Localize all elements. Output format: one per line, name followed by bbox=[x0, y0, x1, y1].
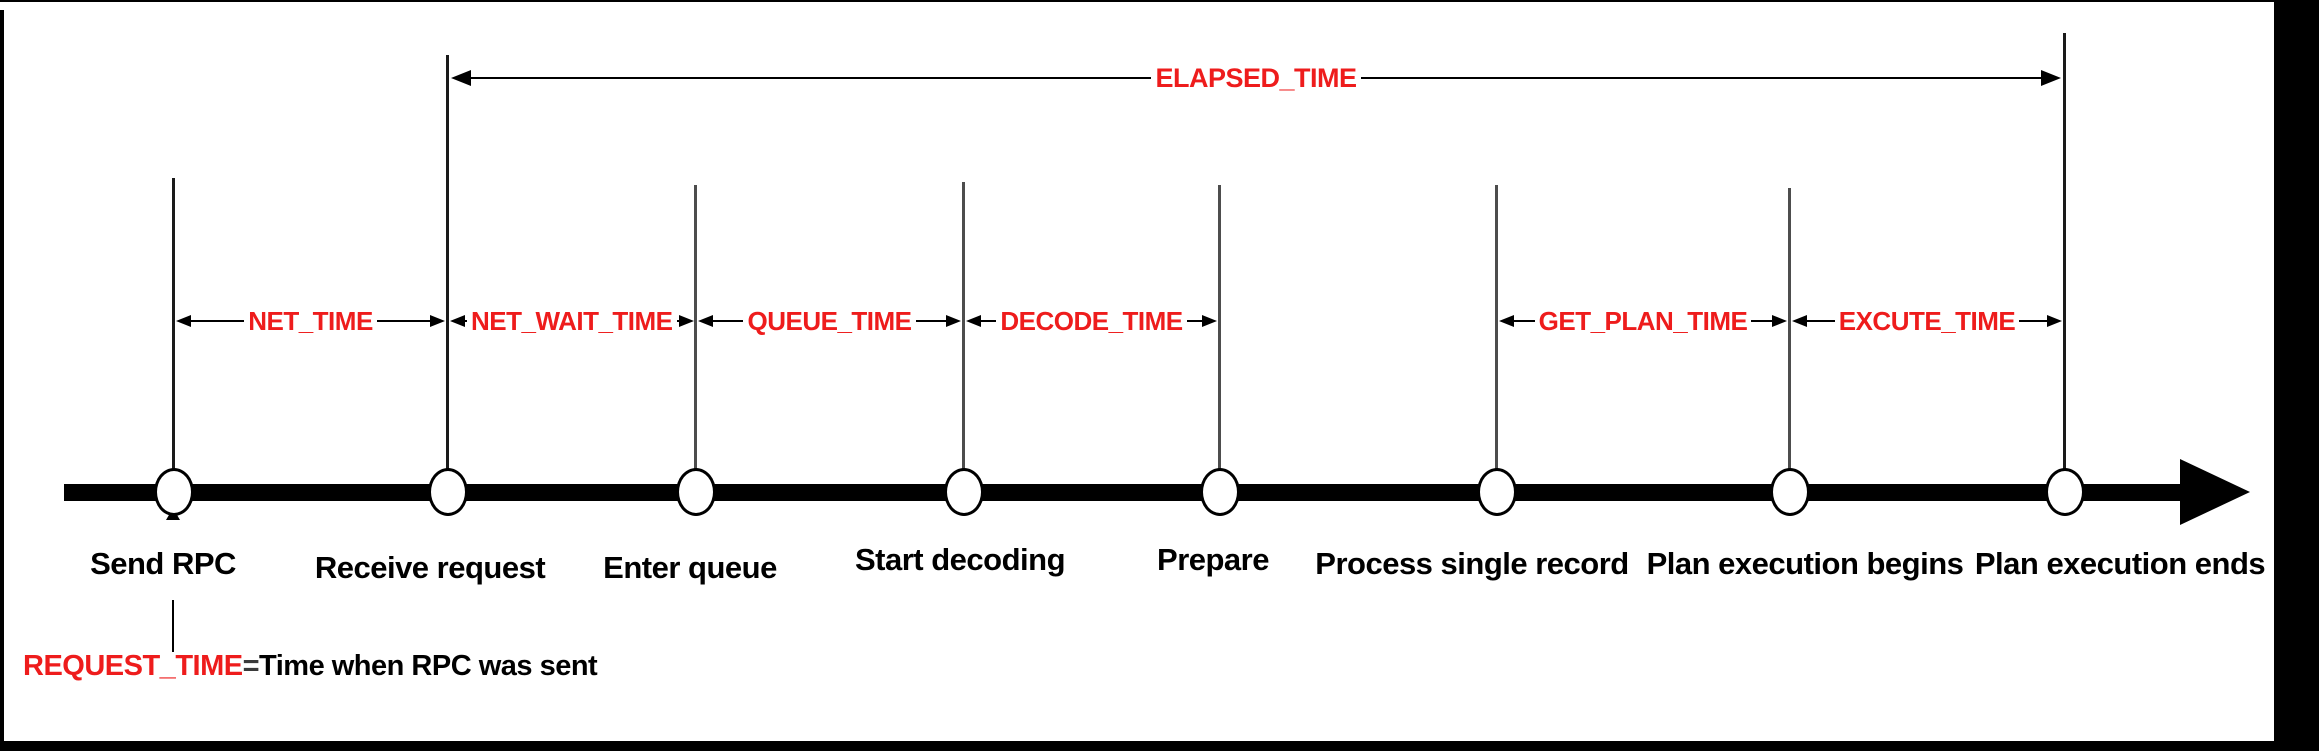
arrowhead-left-icon bbox=[451, 70, 471, 86]
arrowhead-right-icon bbox=[2041, 70, 2062, 86]
interval-label-excute-time: EXCUTE_TIME bbox=[1838, 305, 2016, 336]
event-node-prepare bbox=[1200, 468, 1240, 516]
request-time-definition: Time when RPC was sent bbox=[259, 650, 598, 682]
frame-edge-left bbox=[0, 10, 4, 751]
interval-label-get-plan-time: GET_PLAN_TIME bbox=[1538, 305, 1748, 336]
event-line-send-rpc bbox=[172, 178, 175, 469]
event-line-process-single-record bbox=[1495, 185, 1498, 469]
arrow-shaft bbox=[1360, 77, 2042, 79]
timeline-arrowhead-icon bbox=[2180, 459, 2250, 525]
arrowhead-right-icon bbox=[1772, 315, 1787, 327]
arrowhead-right-icon bbox=[430, 315, 446, 327]
event-label-send-rpc: Send RPC bbox=[85, 546, 241, 582]
arrow-shaft bbox=[1514, 320, 1535, 322]
event-line-start-decoding bbox=[962, 182, 965, 469]
interval-queue-time: QUEUE_TIME bbox=[698, 306, 961, 336]
event-node-enter-queue bbox=[676, 468, 716, 516]
elapsed-time-interval-arrow: ELAPSED_TIME bbox=[451, 61, 2062, 95]
frame-edge-top bbox=[0, 0, 2319, 2]
arrow-shaft bbox=[676, 320, 679, 322]
event-line-receive-request bbox=[446, 55, 449, 469]
event-label-prepare: Prepare bbox=[1152, 542, 1274, 578]
event-line-plan-execution-ends bbox=[2063, 33, 2066, 469]
arrowhead-left-icon bbox=[176, 315, 191, 327]
request-time-note: REQUEST_TIME=Time when RPC was sent bbox=[23, 650, 598, 683]
event-label-plan-execution-ends: Plan execution ends bbox=[1969, 546, 2271, 582]
timeline-bar bbox=[64, 484, 2180, 501]
event-node-receive-request bbox=[428, 468, 468, 516]
arrowhead-right-icon bbox=[678, 315, 694, 327]
arrow-shaft bbox=[713, 320, 744, 322]
frame-edge-right bbox=[2274, 0, 2319, 751]
event-node-start-decoding bbox=[944, 468, 984, 516]
arrowhead-left-icon bbox=[450, 315, 465, 327]
event-label-receive-request: Receive request bbox=[309, 550, 551, 586]
event-label-start-decoding: Start decoding bbox=[849, 542, 1071, 578]
arrowhead-right-icon bbox=[1202, 315, 1217, 327]
event-line-enter-queue bbox=[694, 185, 697, 469]
request-time-equals: = bbox=[242, 650, 260, 682]
arrow-shaft bbox=[376, 320, 431, 322]
arrowhead-right-icon bbox=[946, 315, 961, 327]
arrow-shaft bbox=[465, 320, 467, 322]
event-label-enter-queue: Enter queue bbox=[598, 550, 782, 586]
interval-decode-time: DECODE_TIME bbox=[966, 306, 1217, 336]
arrow-shaft bbox=[471, 77, 1152, 79]
interval-label-net-wait-time: NET_WAIT_TIME bbox=[471, 305, 673, 336]
arrow-shaft bbox=[2019, 320, 2047, 322]
event-line-plan-execution-begins bbox=[1788, 188, 1791, 469]
arrowhead-right-icon bbox=[2047, 315, 2062, 327]
event-node-plan-execution-begins bbox=[1770, 468, 1810, 516]
arrow-shaft bbox=[1807, 320, 1835, 322]
event-line-prepare bbox=[1218, 185, 1221, 469]
leader-line bbox=[172, 600, 174, 652]
arrowhead-left-icon bbox=[1499, 315, 1514, 327]
interval-get-plan-time: GET_PLAN_TIME bbox=[1499, 306, 1787, 336]
arrow-shaft bbox=[1751, 320, 1772, 322]
interval-label-net-time: NET_TIME bbox=[248, 305, 373, 336]
interval-label-queue-time: QUEUE_TIME bbox=[747, 305, 912, 336]
event-node-plan-execution-ends bbox=[2045, 468, 2085, 516]
event-node-process-single-record bbox=[1477, 468, 1517, 516]
event-label-process-single-record: Process single record bbox=[1310, 546, 1634, 582]
interval-label-decode-time: DECODE_TIME bbox=[1000, 305, 1183, 336]
interval-label-elapsed-time: ELAPSED_TIME bbox=[1155, 62, 1357, 93]
arrowhead-left-icon bbox=[1792, 315, 1807, 327]
interval-excute-time: EXCUTE_TIME bbox=[1792, 306, 2062, 336]
arrowhead-left-icon bbox=[698, 315, 713, 327]
arrowhead-left-icon bbox=[966, 315, 981, 327]
arrow-shaft bbox=[1186, 320, 1202, 322]
frame-edge-bottom bbox=[0, 741, 2319, 751]
arrow-shaft bbox=[191, 320, 245, 322]
arrow-shaft bbox=[981, 320, 997, 322]
interval-net-wait-time: NET_WAIT_TIME bbox=[450, 305, 694, 336]
interval-net-time: NET_TIME bbox=[176, 305, 446, 336]
event-label-plan-execution-begins: Plan execution begins bbox=[1641, 546, 1969, 582]
arrow-shaft bbox=[915, 320, 946, 322]
event-node-send-rpc bbox=[154, 468, 194, 516]
request-time-term: REQUEST_TIME bbox=[23, 650, 243, 682]
